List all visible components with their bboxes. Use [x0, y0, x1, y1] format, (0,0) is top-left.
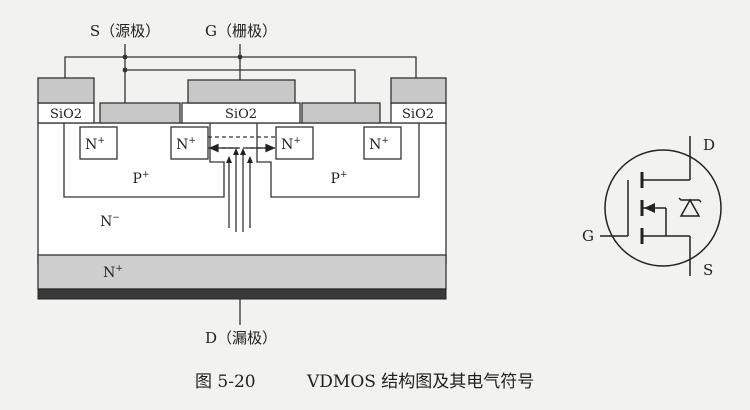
- mosfet-symbol: D G S: [582, 136, 722, 279]
- p-plus-label-right: P+: [331, 170, 348, 187]
- gate-terminal-label: G（栅极）: [205, 22, 277, 40]
- substrate-label: N+: [103, 264, 123, 281]
- source-junction-dot: [122, 67, 128, 73]
- n-plus-well-1: [79, 126, 118, 160]
- source-metal-right: [390, 77, 447, 104]
- n-minus-label: N−: [100, 213, 120, 230]
- figure-caption-number: 图 5-20: [195, 372, 256, 392]
- symbol-drain-label: D: [703, 136, 715, 154]
- n-plus-well-2: [170, 126, 209, 160]
- source-metal-left: [37, 77, 95, 104]
- sio2-center-label: SiO2: [225, 107, 257, 122]
- symbol-circle: [604, 149, 722, 267]
- n-plus-label-2: N+: [176, 136, 196, 153]
- gate-poly: [187, 79, 296, 104]
- n-plus-well-4: [363, 126, 402, 160]
- n-plus-label-1: N+: [85, 136, 105, 153]
- sio2-right-label: SiO2: [402, 107, 434, 122]
- sio2-left-label: SiO2: [50, 107, 82, 122]
- drain-terminal-label: D（漏极）: [205, 329, 277, 347]
- n-plus-substrate: [37, 254, 447, 290]
- symbol-source-label: S: [703, 261, 713, 279]
- n-plus-label-4: N+: [369, 136, 389, 153]
- channel-arrows: [208, 143, 276, 153]
- n-plus-well-3: [275, 126, 314, 160]
- gate-junction-dot: [237, 54, 243, 60]
- source-metal-mid-left: [99, 102, 181, 124]
- symbol-gate-label: G: [582, 227, 594, 245]
- source-terminal-label: S（源极）: [90, 22, 160, 40]
- p-plus-label-left: P+: [133, 170, 150, 187]
- drift-current-arrows: [228, 152, 251, 232]
- body-arrow: [644, 203, 655, 213]
- figure-caption-title: VDMOS 结构图及其电气符号: [306, 372, 534, 392]
- body-diode: [679, 198, 701, 217]
- source-metal-mid-right: [301, 102, 381, 124]
- drift-arrowheads: [226, 148, 253, 163]
- source-junction-dot-top: [122, 54, 128, 60]
- n-plus-label-3: N+: [281, 136, 301, 153]
- drain-metal: [37, 288, 447, 300]
